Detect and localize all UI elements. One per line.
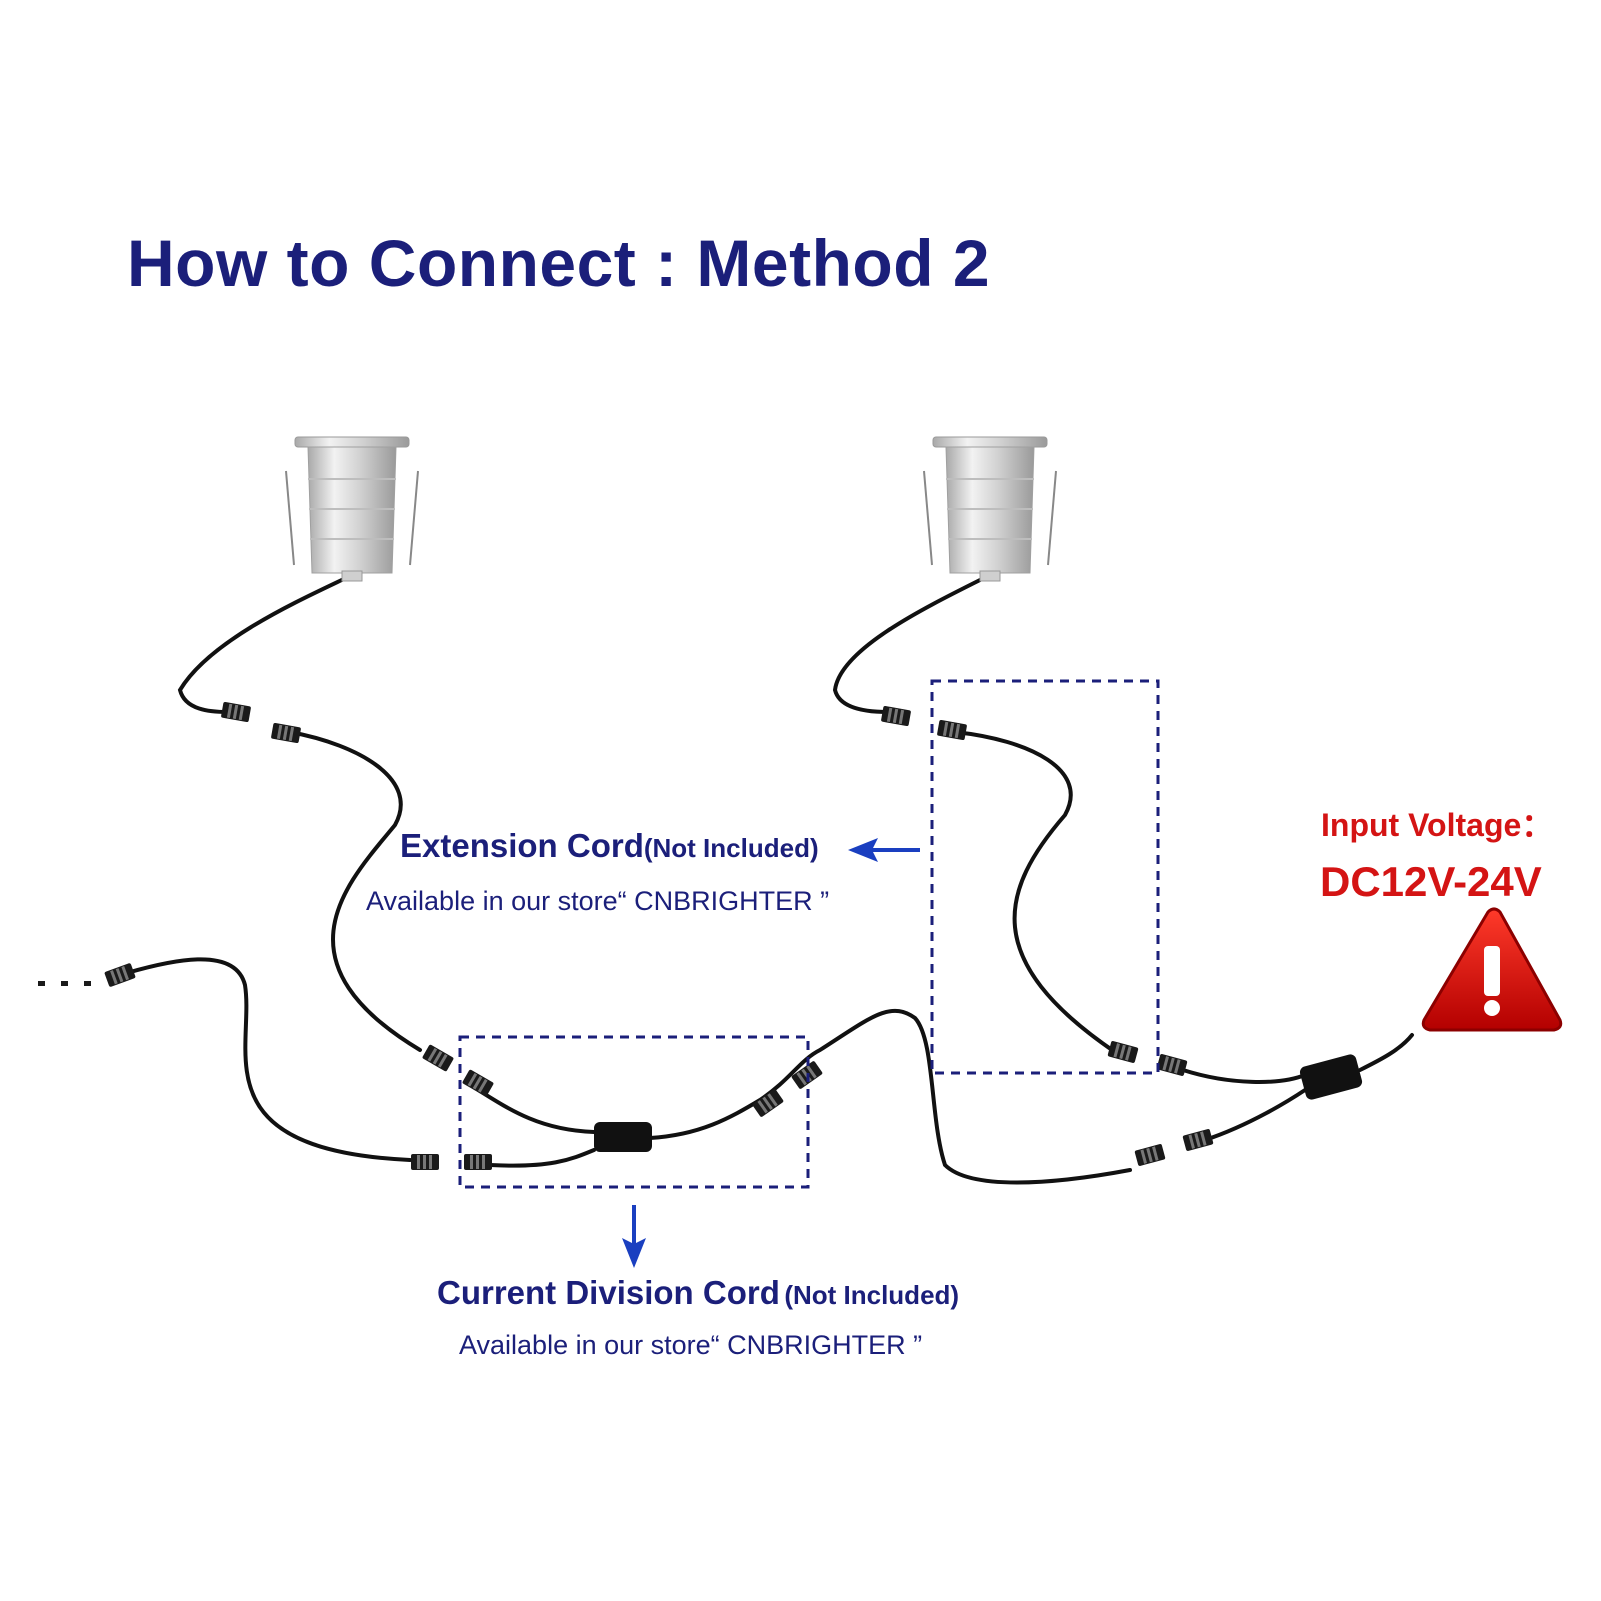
connector-icon bbox=[1182, 1128, 1214, 1152]
connector-icon bbox=[1134, 1143, 1166, 1167]
cable-to-splitter-top bbox=[1181, 1068, 1307, 1084]
connector-icon bbox=[1156, 1053, 1188, 1077]
connector-icon bbox=[464, 1154, 492, 1170]
division-cord-box bbox=[458, 1035, 810, 1189]
input-voltage-value: DC12V-24V bbox=[1320, 858, 1542, 905]
extension-cord-label: Extension Cord(Not Included) bbox=[400, 827, 819, 865]
cable-split-top bbox=[473, 1086, 596, 1134]
led-light-icon bbox=[923, 436, 1057, 582]
cable-split-bottom bbox=[488, 1148, 596, 1168]
splitter-left bbox=[594, 1122, 652, 1152]
connector-icon bbox=[1107, 1040, 1139, 1064]
connector-icon bbox=[421, 1044, 455, 1072]
division-cord-label: Current Division Cord (Not Included) bbox=[437, 1274, 959, 1312]
cable-right-light bbox=[832, 578, 982, 714]
connector-icon bbox=[461, 1069, 495, 1097]
connector-icon bbox=[936, 719, 968, 741]
arrow-down-icon bbox=[622, 1205, 646, 1268]
extension-cord-title: Extension Cord bbox=[400, 827, 644, 864]
extension-cord-note: (Not Included) bbox=[643, 833, 819, 863]
connectors bbox=[104, 701, 1214, 1170]
continuation-dots bbox=[38, 981, 91, 986]
cable-left-extension bbox=[288, 730, 422, 1052]
cable-left-branch bbox=[118, 957, 412, 1162]
connector-icon bbox=[411, 1154, 439, 1170]
connector-icon bbox=[104, 962, 136, 988]
division-cord-note: (Not Included) bbox=[784, 1280, 960, 1310]
cable-left-light bbox=[177, 575, 350, 714]
division-cord-title: Current Division Cord bbox=[437, 1274, 780, 1311]
division-cord-store: Available in our store“ CNBRIGHTER ” bbox=[459, 1330, 923, 1360]
cables bbox=[118, 575, 1414, 1185]
connector-icon bbox=[880, 705, 912, 727]
input-voltage-label: Input Voltage： bbox=[1321, 807, 1554, 843]
cable-to-splitter-bottom bbox=[1203, 1088, 1307, 1142]
cable-to-power bbox=[1358, 1033, 1414, 1072]
page-title: How to Connect : Method 2 bbox=[127, 226, 991, 300]
extension-cord-store: Available in our store“ CNBRIGHTER ” bbox=[366, 886, 830, 916]
cable-right-extension bbox=[953, 730, 1117, 1054]
connector-icon bbox=[220, 701, 252, 723]
led-light-icon bbox=[285, 436, 419, 582]
connector-icon bbox=[270, 722, 302, 744]
warning-icon bbox=[1421, 907, 1563, 1032]
arrow-left-icon bbox=[848, 838, 920, 862]
splitter-right bbox=[1299, 1054, 1363, 1100]
extension-cord-box bbox=[930, 679, 1160, 1075]
